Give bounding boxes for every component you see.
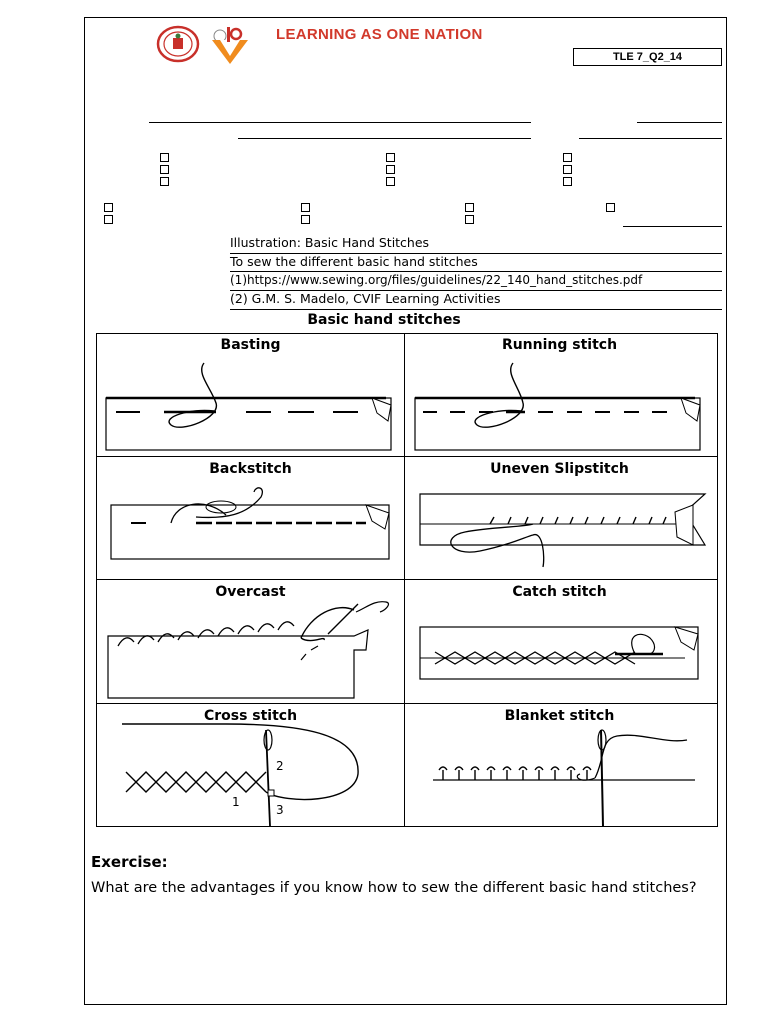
worksheet-border <box>84 17 727 1005</box>
uneven-slipstitch-illustration <box>419 493 707 568</box>
backstitch-illustration <box>110 487 390 560</box>
school-seal-logo <box>156 25 200 63</box>
blanket-stitch-illustration <box>433 729 695 827</box>
checkbox[interactable] <box>301 203 310 212</box>
stitch-cell-catch: Catch stitch <box>405 580 714 703</box>
checkbox[interactable] <box>301 215 310 224</box>
stitch-cell-cross: Cross stitch 2 1 3 <box>96 704 405 827</box>
step-mark: 3 <box>276 803 284 817</box>
checkbox[interactable] <box>104 203 113 212</box>
checkbox[interactable] <box>465 215 474 224</box>
checkbox[interactable] <box>160 153 169 162</box>
stitch-cell-running: Running stitch <box>405 333 714 456</box>
checkbox[interactable] <box>386 153 395 162</box>
grid-divider <box>96 456 718 457</box>
checkbox[interactable] <box>386 177 395 186</box>
checkbox[interactable] <box>386 165 395 174</box>
exercise-label: Exercise: <box>91 853 168 871</box>
stitch-cell-overcast: Overcast <box>96 580 405 703</box>
stitch-label: Backstitch <box>209 461 292 477</box>
checkbox[interactable] <box>606 203 615 212</box>
checkbox[interactable] <box>160 177 169 186</box>
blank-line-date <box>637 122 722 123</box>
stitch-label: Running stitch <box>501 337 618 353</box>
blank-line-name <box>149 122 531 123</box>
blank-line-section <box>238 138 531 139</box>
stitch-label: Catch stitch <box>512 584 607 600</box>
info-rule <box>230 290 722 291</box>
checkbox[interactable] <box>465 203 474 212</box>
deped-logo <box>212 27 248 64</box>
step-mark: 2 <box>276 759 284 773</box>
stitch-label: Uneven Slipstitch <box>490 461 629 477</box>
checkbox[interactable] <box>104 215 113 224</box>
grid-divider <box>96 579 718 580</box>
catch-stitch-illustration <box>419 626 699 680</box>
reference-2: (2) G.M. S. Madelo, CVIF Learning Activi… <box>230 291 501 306</box>
blank-line-score <box>579 138 722 139</box>
stitch-label: Blanket stitch <box>504 708 615 724</box>
grid-divider <box>404 333 405 827</box>
stitch-label: Basting <box>220 337 281 353</box>
info-rule <box>230 253 722 254</box>
module-code: TLE 7_Q2_14 <box>573 48 722 66</box>
reference-1: (1)https://www.sewing.org/files/guidelin… <box>230 273 643 287</box>
stitch-cell-uneven-slipstitch: Uneven Slipstitch <box>405 457 714 580</box>
cross-stitch-illustration: 2 1 3 <box>122 723 359 827</box>
stitches-title: Basic hand stitches <box>307 312 461 328</box>
info-rule <box>230 309 722 310</box>
stitch-grid <box>96 333 718 827</box>
exercise-question: What are the advantages if you know how … <box>91 880 697 896</box>
stitch-cell-basting: Basting <box>96 333 405 456</box>
blank-line-other <box>623 226 722 227</box>
checkbox[interactable] <box>563 165 572 174</box>
info-rule <box>230 271 722 272</box>
objective-text: To sew the different basic hand stitches <box>230 254 478 269</box>
stitch-label: Overcast <box>215 584 286 600</box>
checkbox[interactable] <box>160 165 169 174</box>
header-title: LEARNING AS ONE NATION <box>276 26 483 43</box>
step-mark: 1 <box>232 795 240 809</box>
stitch-cell-backstitch: Backstitch <box>96 457 405 580</box>
checkbox[interactable] <box>563 177 572 186</box>
overcast-illustration <box>107 601 390 699</box>
illustration-label: Illustration: Basic Hand Stitches <box>230 235 430 250</box>
stitch-label: Cross stitch <box>203 708 298 724</box>
checkbox[interactable] <box>563 153 572 162</box>
stitch-cell-blanket: Blanket stitch <box>405 704 714 827</box>
grid-divider <box>96 703 718 704</box>
running-stitch-illustration <box>414 362 701 451</box>
basting-illustration <box>105 362 392 451</box>
